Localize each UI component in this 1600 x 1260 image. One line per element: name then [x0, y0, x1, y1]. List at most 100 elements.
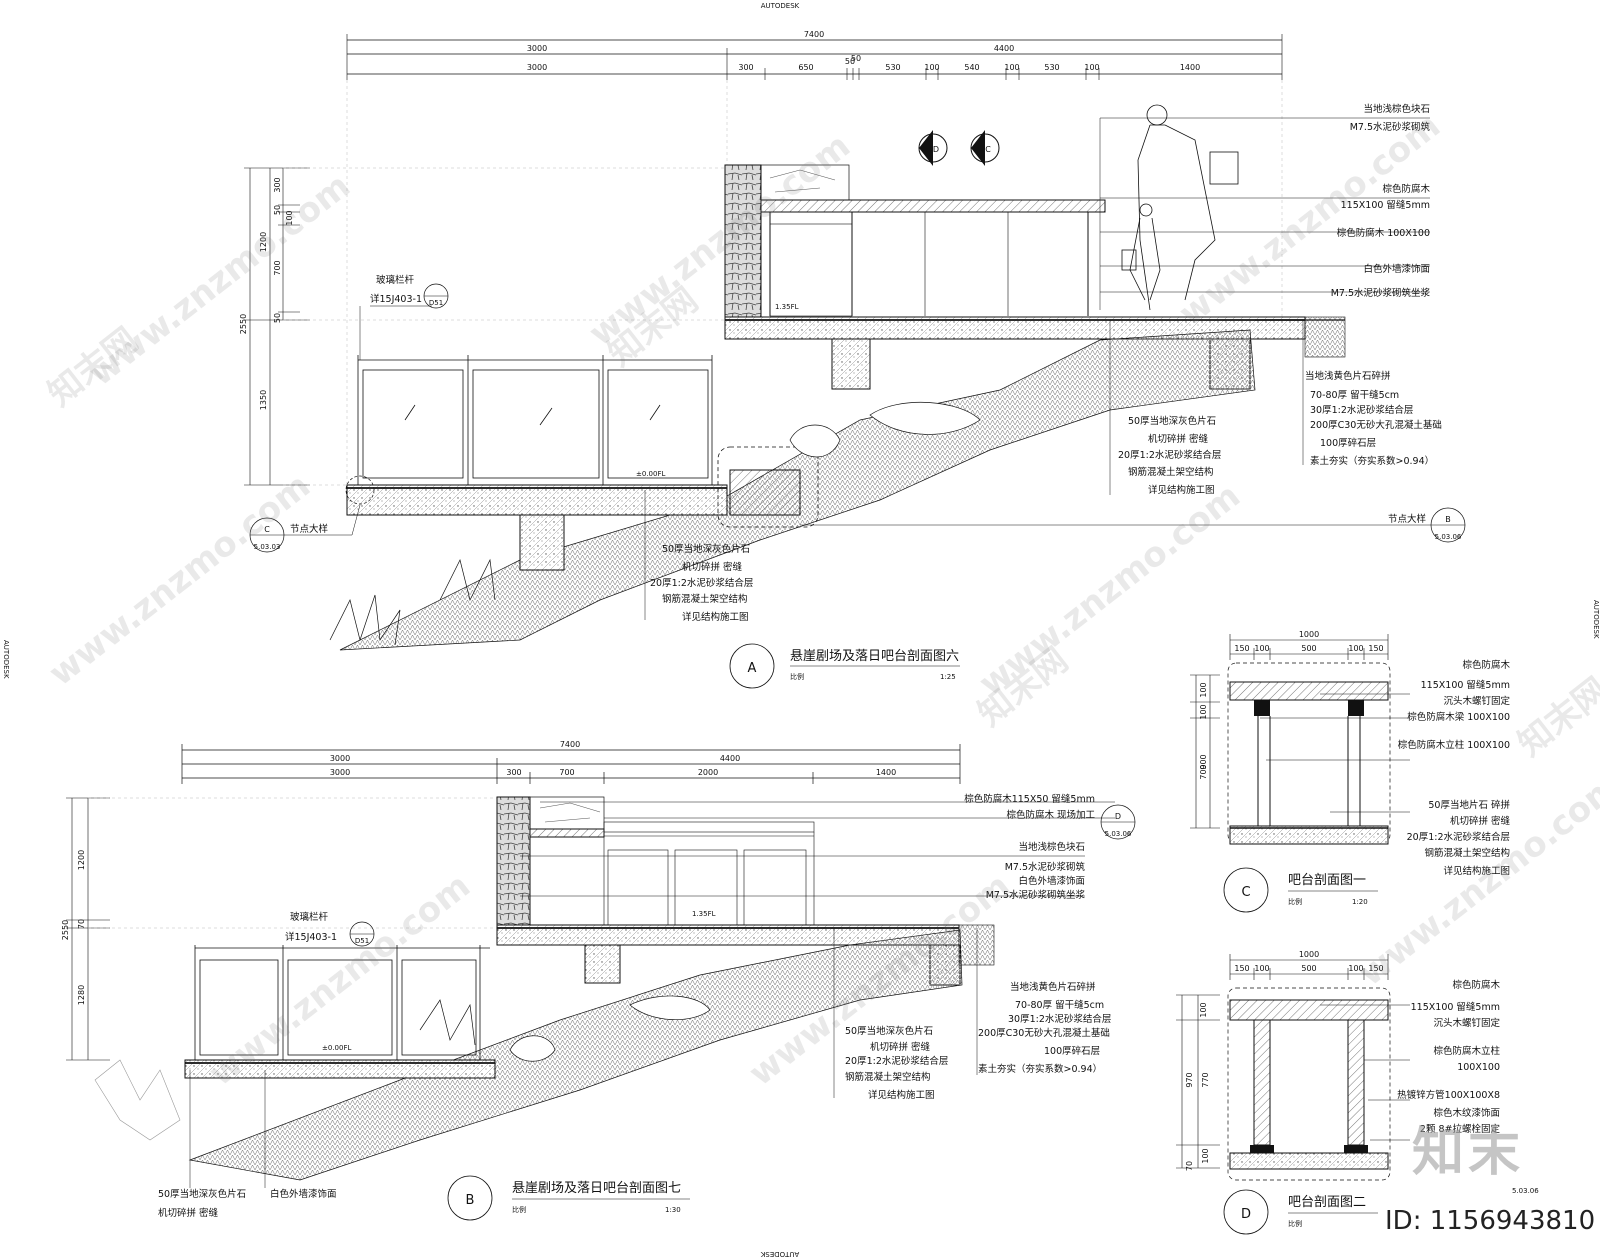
s7segs-item: 300	[506, 768, 521, 777]
scsegs-item: 500	[1301, 644, 1316, 653]
sd-detail-ref: 5.03.06	[1512, 1187, 1539, 1195]
sd-title: 吧台剖面图二	[1288, 1195, 1366, 1210]
s6notes-item: 白色外墙漆饰面	[1363, 263, 1430, 275]
s7-level-lower: ±0.00FL	[322, 1044, 351, 1052]
s7h-item: 1200	[77, 850, 86, 870]
s6rnotes-item: 素土夯实（夯实系数>0.94）	[1310, 455, 1434, 467]
sdh-item: 770	[1201, 1072, 1210, 1087]
sc-scale-label: 比例	[1288, 897, 1302, 906]
s6notes-item: M7.5水泥砂浆砌筑坐浆	[1331, 287, 1431, 299]
scnotes-item: 详见结构施工图	[1443, 865, 1510, 877]
sdnotes-item: 沉头木螺钉固定	[1433, 1017, 1500, 1029]
s6segs-item: 50	[851, 54, 861, 63]
s6-glass-railing	[357, 355, 713, 485]
s6bnotes-item: 50厚当地深灰色片石	[662, 543, 750, 555]
sch-item: 700	[1199, 764, 1208, 779]
s7-detail-ref: 5.03.06	[1105, 830, 1132, 838]
s6-people-figures	[1121, 104, 1239, 311]
s7-counter-top	[529, 828, 605, 838]
s7notes-item: 白色外墙漆饰面	[1018, 875, 1085, 887]
s6-node-ref-left: 5.03.03	[254, 543, 281, 551]
s6-sec-d: D	[933, 145, 939, 154]
s6-title-tag: A	[748, 661, 757, 676]
autodesk-top: AUTODESK	[761, 2, 800, 10]
s7bnotes-item: 机切碎拼 密缝	[158, 1207, 219, 1219]
s7rnotes-item: 30厚1:2水泥砂浆结合层	[1008, 1013, 1111, 1025]
sdnotes-item: 棕色防腐木立柱	[1433, 1045, 1500, 1057]
s6-scale-label: 比例	[790, 672, 804, 681]
s7-glass-railing	[194, 945, 490, 1060]
sd-counter-top	[1229, 999, 1389, 1021]
s6bnotes-item: 钢筋混凝土架空结构	[662, 593, 748, 605]
s7-rail-label: 玻璃栏杆	[290, 911, 329, 923]
scnotes-item: 沉头木螺钉固定	[1443, 695, 1510, 707]
s6segs-item: 3000	[527, 63, 547, 72]
sdnotes-item: 115X100 留缝5mm	[1411, 1001, 1500, 1013]
s6mnotes-item: 钢筋混凝土架空结构	[1128, 466, 1214, 478]
sdsegs-item: 100	[1254, 964, 1269, 973]
sdnotes-item: 棕色防腐木	[1452, 979, 1500, 991]
s6h-item: 50	[273, 205, 282, 215]
s6notes-item: 棕色防腐木 100X100	[1337, 227, 1430, 239]
s7segs-item: 1400	[876, 768, 896, 777]
s6h-item: 100	[285, 210, 294, 225]
s6h-item: 300	[273, 177, 282, 192]
s7-scale: 1:30	[665, 1206, 681, 1214]
sd-title-tag: D	[1241, 1207, 1251, 1222]
s7-dim-left: 3000	[330, 754, 350, 763]
s6-title: 悬崖剧场及落日吧台剖面图六	[790, 649, 959, 664]
s6-sec-c: C	[985, 145, 991, 154]
sd-scale-label: 比例	[1288, 1219, 1302, 1228]
s6rnotes-item: 当地浅黄色片石碎拼	[1305, 370, 1391, 382]
s6-level-upper: 1.35FL	[775, 303, 799, 311]
s7rnotes-item: 100厚碎石层	[1044, 1045, 1100, 1057]
scnotes-item: 机切碎拼 密缝	[1450, 815, 1511, 827]
s6rnotes-item: 30厚1:2水泥砂浆结合层	[1310, 404, 1413, 416]
scsegs-item: 150	[1368, 644, 1383, 653]
s7-rail-tag: D51	[355, 937, 369, 945]
s6segs-item: 100	[1004, 63, 1019, 72]
s7-level-upper: 1.35FL	[692, 910, 716, 918]
s6notes-item: M7.5水泥砂浆砌筑	[1350, 121, 1431, 133]
s6notes-item: 棕色防腐木	[1382, 183, 1430, 195]
s6bnotes-item: 详见结构施工图	[682, 611, 749, 623]
sc-dim-total: 1000	[1299, 630, 1319, 639]
scnotes-item: 钢筋混凝土架空结构	[1424, 847, 1510, 859]
sdnotes-item: 100X100	[1457, 1062, 1500, 1073]
scnotes-item: 棕色防腐木	[1462, 659, 1510, 671]
scnotes-item: 棕色防腐木立柱 100X100	[1398, 739, 1510, 751]
s6segs-item: 530	[885, 63, 900, 72]
sch-item: 100	[1199, 682, 1208, 697]
s7bnotes-item: 50厚当地深灰色片石	[158, 1188, 246, 1200]
autodesk-left: AUTODESK	[2, 640, 10, 679]
s6bnotes-item: 20厚1:2水泥砂浆结合层	[650, 577, 753, 589]
sdnotes-item: 热镀锌方管100X100X8	[1397, 1089, 1500, 1101]
s6-counter-top	[760, 199, 1106, 213]
sdsegs-item: 500	[1301, 964, 1316, 973]
image-id: ID: 1156943810	[1385, 1206, 1596, 1236]
sdnotes-item: 棕色木纹漆饰面	[1433, 1107, 1500, 1119]
s7-wall-note: 白色外墙漆饰面	[270, 1188, 337, 1200]
s6h-item: 1350	[259, 390, 268, 410]
sdsegs-item: 150	[1234, 964, 1249, 973]
sdh-item: 70	[1185, 1161, 1194, 1171]
s6h-item: 1200	[259, 232, 268, 252]
scsegs-item: 100	[1348, 644, 1363, 653]
autodesk-right: AUTODESK	[1592, 600, 1600, 639]
s6-dim-left: 3000	[527, 44, 547, 53]
s7rnotes-item: 当地浅黄色片石碎拼	[1010, 981, 1096, 993]
s6-rail-tag: D51	[429, 299, 443, 307]
